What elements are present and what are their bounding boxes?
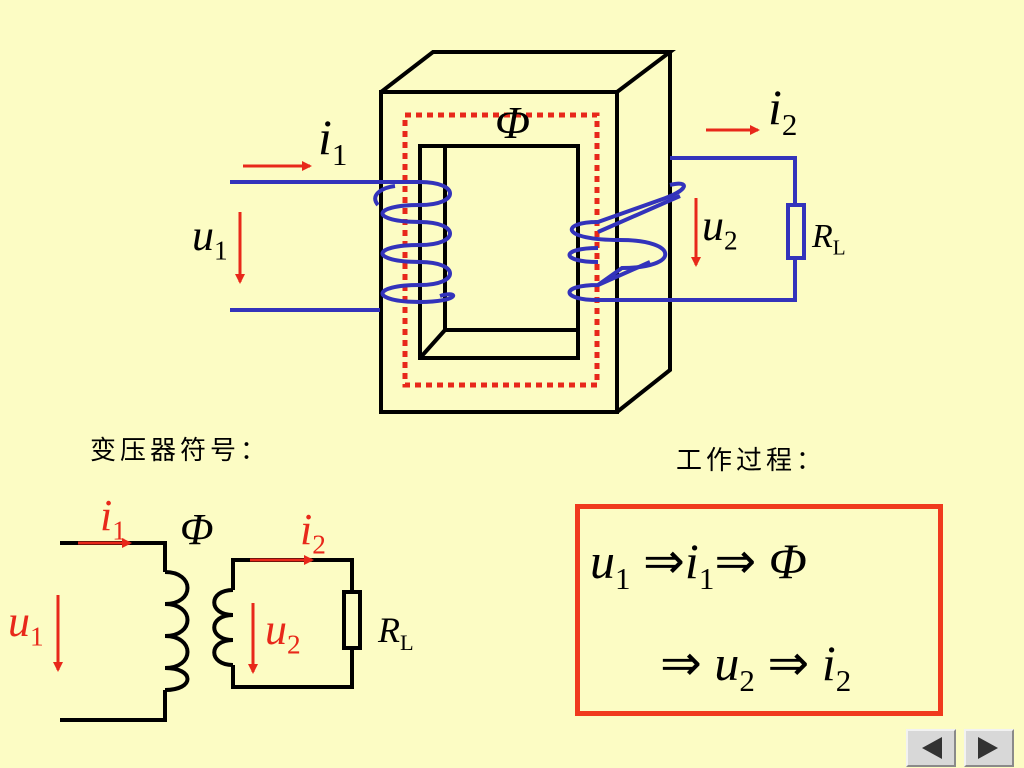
eq2-arrow-1: ⇒: [660, 635, 702, 691]
rl-label: RL: [812, 220, 846, 258]
eq2-i-sub: 2: [835, 662, 852, 698]
eq1-i-letter: i: [684, 533, 699, 589]
sym-i2-label: i2: [300, 508, 326, 559]
core-window-depth-bl: [418, 328, 447, 360]
eq1-i: i1: [684, 533, 714, 594]
transformer-symbol: [60, 541, 362, 722]
i1-letter: i: [318, 109, 332, 165]
eq2-u-sub: 2: [739, 662, 755, 698]
next-slide-button[interactable]: [964, 729, 1014, 767]
secondary-winding: [567, 156, 806, 302]
sym-i2-sub: 2: [312, 529, 326, 560]
process-line-2: ⇒ u2 ⇒ i2: [660, 638, 851, 696]
i1-sub: 1: [331, 136, 348, 172]
primary-winding: [230, 180, 456, 312]
i1-label: i1: [318, 112, 347, 170]
load-resistor-3d: [786, 203, 806, 260]
process-line-1: u1 ⇒i1⇒ Φ: [590, 536, 807, 594]
prev-slide-button[interactable]: [906, 729, 956, 767]
eq2-arrow-2: ⇒: [767, 635, 810, 691]
eq2-u: u2: [714, 635, 755, 696]
eq2-u-letter: u: [714, 635, 740, 691]
sym-u1-label: u1: [8, 600, 44, 651]
sym-rl-letter: R: [378, 610, 400, 650]
phi-label: Φ: [495, 97, 531, 148]
eq1-u-sub: 1: [615, 560, 631, 596]
eq2-i: i2: [821, 635, 851, 696]
u2-sub: 2: [724, 225, 738, 256]
sym-i2-letter: i: [300, 505, 313, 554]
eq1-i-sub: 1: [698, 560, 715, 596]
u2-label: u2: [702, 204, 738, 255]
eq1-arrow-2: ⇒: [714, 533, 757, 589]
process-heading: 工作过程：: [676, 446, 827, 476]
symbol-heading: 变压器符号：: [90, 436, 271, 466]
sym-u2-label: u2: [265, 608, 301, 659]
triangle-left-icon: [922, 737, 942, 759]
core-window: [418, 144, 580, 360]
sym-u2-sub: 2: [287, 629, 301, 660]
i2-sub: 2: [781, 106, 798, 142]
u1-letter: u: [192, 211, 214, 260]
eq1-arrow-1: ⇒: [643, 533, 685, 589]
u1-sub: 1: [214, 235, 228, 266]
load-resistor-symbol: [342, 590, 362, 650]
sym-i1-letter: i: [100, 491, 113, 540]
process-box: [575, 504, 943, 716]
triangle-right-icon: [978, 737, 998, 759]
eq1-phi: Φ: [768, 533, 807, 589]
i2-label: i2: [768, 82, 797, 140]
i2-letter: i: [768, 79, 782, 135]
sym-u1-sub: 1: [30, 621, 44, 652]
sym-rl-sub: L: [400, 629, 414, 655]
u2-letter: u: [702, 201, 724, 250]
rl-letter: R: [812, 218, 833, 255]
sym-rl-label: RL: [378, 612, 414, 654]
sym-u1-letter: u: [8, 597, 30, 646]
sym-phi-label: Φ: [180, 505, 214, 554]
rl-sub: L: [832, 235, 846, 260]
sym-u2-letter: u: [265, 605, 287, 654]
core-top-face: [379, 50, 676, 94]
sym-i1-sub: 1: [112, 515, 126, 546]
eq1-u: u1: [590, 533, 631, 594]
eq1-u-letter: u: [590, 533, 615, 589]
core-side-face: [615, 52, 672, 414]
sym-i1-label: i1: [100, 494, 126, 545]
eq2-i-letter: i: [821, 635, 836, 691]
u1-label: u1: [192, 214, 228, 265]
